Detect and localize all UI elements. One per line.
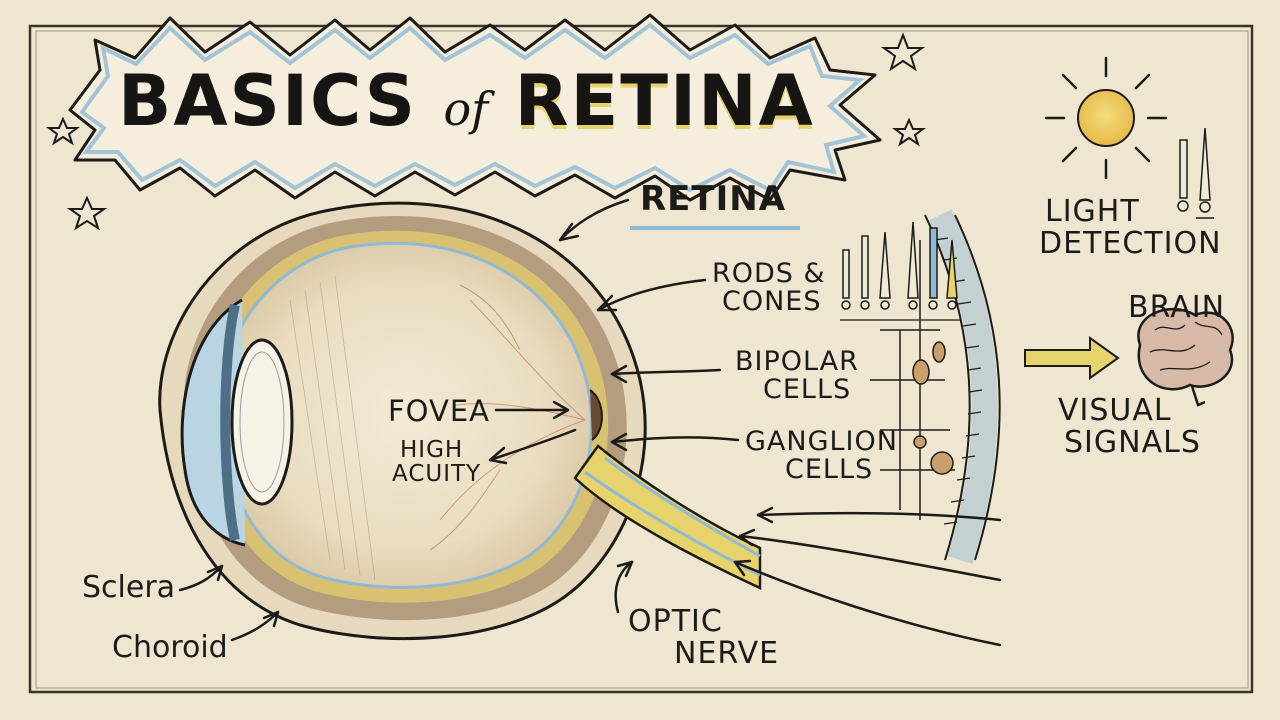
photoreceptor-pair-icon [1177,127,1214,219]
label-retina: RETINA [640,179,787,219]
star-icon [46,32,926,231]
iris [220,303,240,542]
retinal-layer-strip [870,209,1001,564]
lens [230,338,294,506]
title-joiner: of [443,82,489,136]
eye-cross-section [158,201,762,641]
brain-icon [1137,307,1234,407]
title-burst [68,13,882,202]
label-light-detection: LIGHT DETECTION [1039,194,1222,261]
label-ganglion-cells: GANGLION CELLS [745,426,898,486]
label-choroid: Choroid [112,630,228,665]
title-main: RETINA [514,60,815,142]
page-title: BASICS of RETINA [118,60,815,142]
label-brain: BRAIN [1128,290,1226,325]
label-bipolar-cells: BIPOLAR CELLS [735,346,859,406]
label-sclera: Sclera [82,570,176,605]
fovea-pit [589,389,603,441]
label-optic-nerve: OPTIC NERVE [628,604,780,671]
label-rods-cones: RODS & CONES [712,258,826,318]
photoreceptor-icon [840,221,960,321]
retina-underline [630,226,800,230]
sun-icon [1044,56,1168,180]
title-prefix: BASICS [118,60,418,142]
label-visual-signals: VISUAL SIGNALS [1058,393,1201,460]
arrow-icon [1024,336,1120,380]
label-high-acuity: HIGH ACUITY [392,437,482,488]
label-fovea: FOVEA [388,394,490,428]
pointer-arrows [178,198,1002,647]
